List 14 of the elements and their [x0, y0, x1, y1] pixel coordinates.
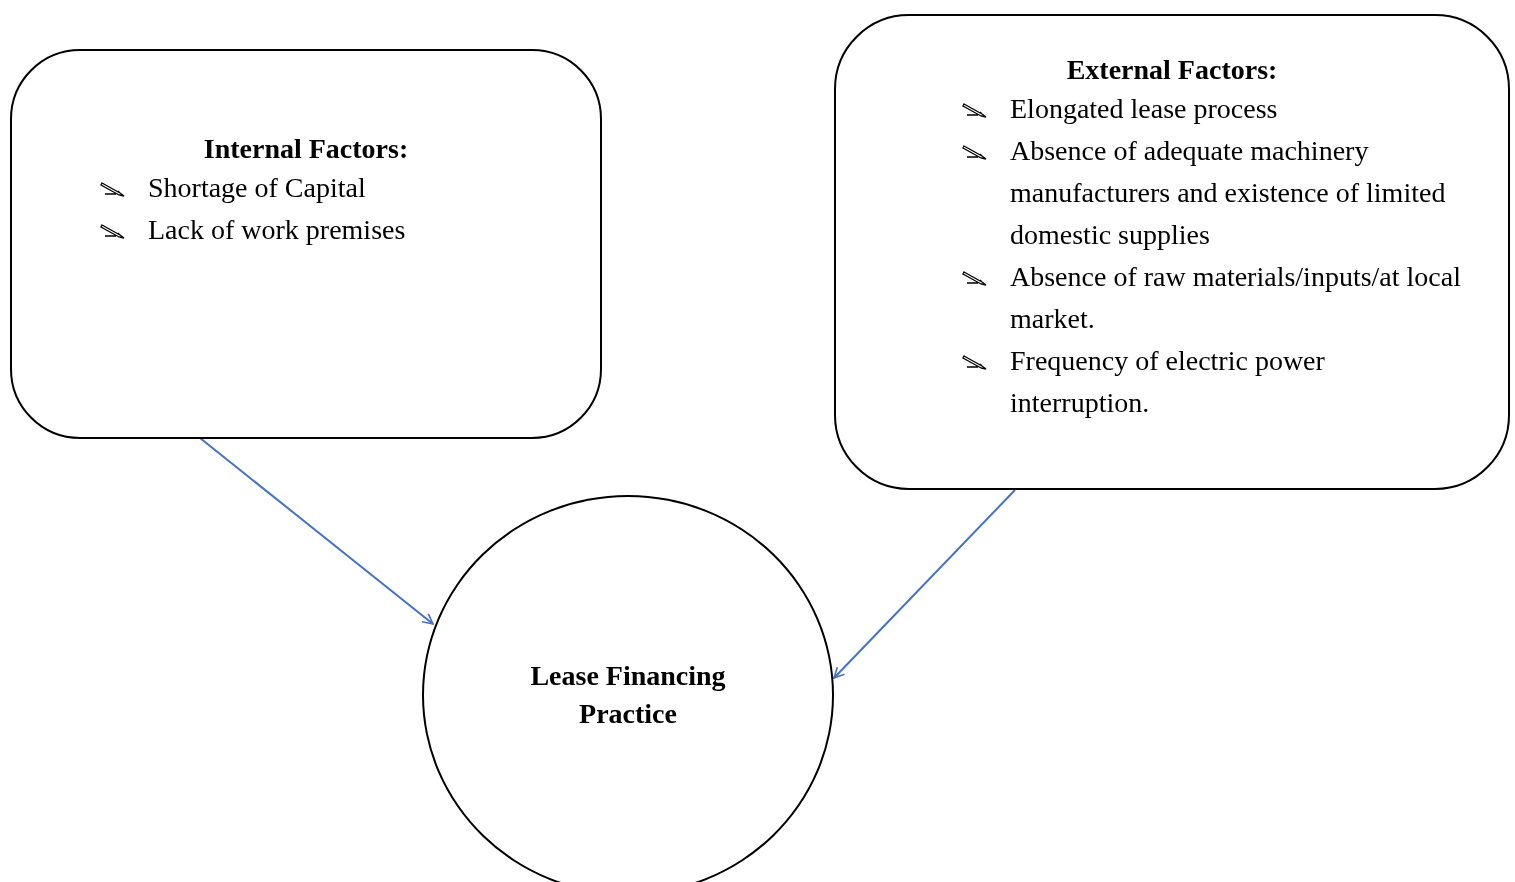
card-heading: Internal Factors: — [202, 132, 410, 166]
factor-card — [10, 49, 602, 439]
card-heading: External Factors: — [1065, 53, 1279, 87]
node-label: Lease Financing Practice — [529, 659, 727, 731]
circle-node — [422, 495, 834, 882]
arrow — [199, 437, 434, 625]
arrow — [833, 489, 1016, 679]
list-item: Absence of adequate machinery manufacturers and existence of limited domestic supplies — [1010, 134, 1447, 252]
list-item: Absence of raw materials/inputs/at local market. — [1010, 260, 1462, 336]
factor-card — [834, 14, 1510, 490]
list-item: Frequency of electric power interruption. — [1010, 344, 1326, 420]
list-item: Elongated lease process — [1010, 92, 1278, 126]
list-item: Shortage of Capital — [148, 171, 366, 205]
list-item: Lack of work premises — [148, 213, 406, 247]
